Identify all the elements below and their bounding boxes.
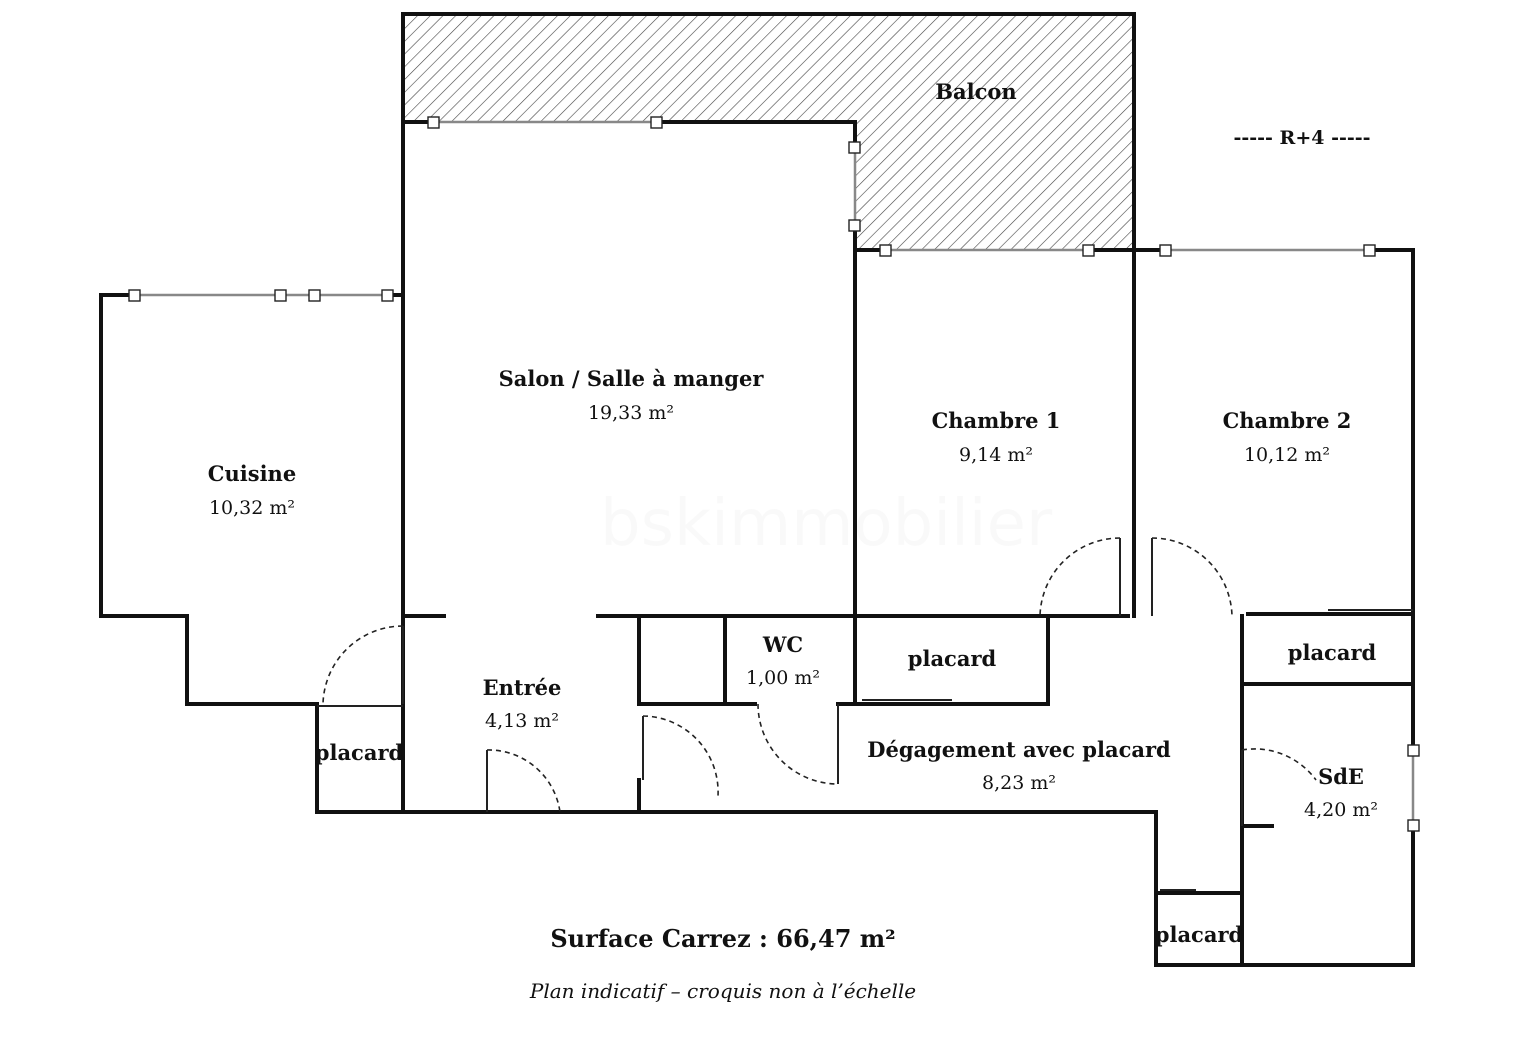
plan-disclaimer: Plan indicatif – croquis non à l’échelle — [529, 979, 916, 1003]
placard-label-bottom: placard — [1155, 922, 1244, 947]
room-labels: Balcon ----- R+4 ----- Salon / Salle à m… — [208, 79, 1378, 1003]
room-name-wc: WC — [762, 632, 803, 657]
room-area-chambre1: 9,14 m² — [959, 444, 1033, 466]
room-area-salon: 19,33 m² — [588, 402, 674, 424]
room-name-entree: Entrée — [483, 675, 562, 700]
room-area-sde: 4,20 m² — [1304, 799, 1378, 821]
room-area-degagement: 8,23 m² — [982, 772, 1056, 794]
room-name-cuisine: Cuisine — [208, 461, 296, 486]
room-name-balcon: Balcon — [935, 79, 1016, 104]
room-name-chambre1: Chambre 1 — [932, 408, 1061, 433]
placard-label-corridor: placard — [908, 646, 997, 671]
room-area-entree: 4,13 m² — [485, 710, 559, 732]
room-area-wc: 1,00 m² — [746, 667, 820, 689]
room-name-chambre2: Chambre 2 — [1223, 408, 1352, 433]
walls — [99, 120, 1415, 967]
balcony-area — [403, 14, 1134, 250]
placard-label-right: placard — [1288, 640, 1377, 665]
balcony-outline — [401, 12, 1136, 252]
level-indicator: ----- R+4 ----- — [1233, 127, 1370, 149]
windows — [128, 116, 1420, 832]
room-name-sde: SdE — [1318, 764, 1364, 789]
placard-label-cuisine: placard — [315, 740, 404, 765]
room-area-cuisine: 10,32 m² — [209, 497, 295, 519]
room-area-chambre2: 10,12 m² — [1244, 444, 1330, 466]
room-name-degagement: Dégagement avec placard — [867, 737, 1171, 762]
surface-total: Surface Carrez : 66,47 m² — [550, 924, 895, 953]
doors — [322, 537, 1413, 891]
room-name-salon: Salon / Salle à manger — [499, 366, 765, 391]
watermark-text: bskimmobilier — [600, 487, 1053, 561]
